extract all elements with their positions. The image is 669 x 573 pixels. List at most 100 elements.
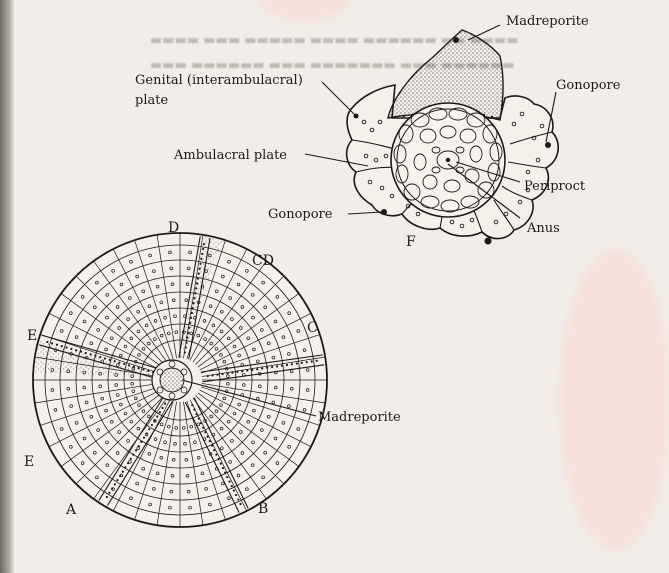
gonopore-right-dot <box>545 142 551 148</box>
ambulacral-pore <box>305 361 308 364</box>
ambulacral-pore <box>270 365 274 369</box>
ambulacral-pore <box>231 371 234 374</box>
tubercle <box>236 282 241 287</box>
tubercle <box>182 426 186 430</box>
tubercle <box>211 323 216 328</box>
tubercle <box>242 373 246 377</box>
ambulacral-pore <box>75 349 78 352</box>
plate-suture <box>186 400 226 520</box>
tubercle <box>100 359 104 364</box>
tubercle <box>174 426 178 430</box>
ambulacral-pore <box>224 471 227 474</box>
tubercle <box>230 439 234 443</box>
ambulacral-band-line <box>188 237 211 360</box>
tubercle <box>226 336 231 341</box>
tubercle <box>169 266 173 271</box>
tubercle <box>123 411 128 416</box>
plate-suture <box>134 400 174 520</box>
ambulacral-pore <box>193 408 196 411</box>
tubercle <box>187 266 191 271</box>
tubercle <box>137 403 141 407</box>
tubercle <box>98 371 102 376</box>
tubercle <box>116 363 120 367</box>
ambulacral-pore <box>185 341 188 344</box>
tubercle <box>96 328 100 332</box>
ambulacral-pore <box>148 428 151 431</box>
ambulacral-pore <box>199 262 202 265</box>
label-anus: Anus <box>526 221 560 236</box>
tubercle <box>163 316 167 320</box>
ambulacral-pore <box>186 336 189 339</box>
label-genital-plate-2: plate <box>135 93 168 108</box>
tubercle <box>188 250 192 255</box>
tubercle <box>287 404 291 408</box>
plate-suture <box>195 395 285 485</box>
tubercle <box>289 369 294 373</box>
tubercle <box>129 419 134 424</box>
plate-suture <box>134 240 174 360</box>
plate-suture <box>93 397 168 500</box>
tubercle <box>131 389 136 393</box>
tubercle <box>168 505 172 510</box>
tubercle <box>115 451 120 455</box>
tubercle <box>152 487 156 491</box>
ambulacral-pore <box>142 436 146 439</box>
ambulacral-pore <box>211 374 214 377</box>
tubercle <box>119 282 124 287</box>
ambulacral-pore <box>191 404 194 407</box>
label-madreporite-top: Madreporite <box>506 14 589 29</box>
tubercle <box>183 314 187 318</box>
ambulacral-pore <box>241 370 244 373</box>
tubercle <box>153 337 157 341</box>
ambulacral-pore <box>213 449 216 452</box>
ambulacral-pore <box>94 354 97 357</box>
tubercle <box>171 298 176 302</box>
tubercle <box>155 284 160 289</box>
tubercle <box>105 293 110 297</box>
ambulacral-pore <box>108 491 111 494</box>
ambulacral-pore <box>195 287 198 290</box>
ambulacral-pore <box>280 364 284 367</box>
label-c: C <box>307 320 318 336</box>
ambulacral-pore <box>193 297 196 300</box>
plate-suture <box>60 293 163 368</box>
tubercle <box>147 452 152 456</box>
tubercle <box>281 421 286 425</box>
tubercle <box>147 341 151 346</box>
ambulacral-pore <box>99 356 102 359</box>
tubercle <box>208 452 213 456</box>
tubercle <box>232 411 237 416</box>
ambulacral-pore <box>198 267 201 270</box>
ambulacral-pore <box>285 363 289 367</box>
label-cd: CD <box>252 253 274 269</box>
ambulacral-pore <box>275 365 279 368</box>
ambulacral-pore <box>127 364 131 367</box>
ambulacral-pore <box>187 331 190 334</box>
test-figure <box>32 232 328 528</box>
tubercle <box>275 461 280 465</box>
tubercle <box>261 475 265 480</box>
ambulacral-pore <box>208 440 211 443</box>
tubercle <box>159 300 164 304</box>
tubercle <box>155 471 160 476</box>
gonopore-lower-dot <box>484 237 492 245</box>
tubercle <box>252 347 256 352</box>
tubercle <box>222 359 227 364</box>
tubercle <box>184 458 189 462</box>
label-periproct: Periproct <box>524 179 586 194</box>
tubercle <box>82 385 87 390</box>
ambulacral-pore <box>188 321 192 324</box>
tubercle <box>258 384 262 389</box>
tubercle <box>93 450 97 455</box>
plate-suture <box>200 386 320 426</box>
ambulacral-pore <box>142 368 145 371</box>
ambulacral-pore <box>226 372 229 375</box>
ambulacral-pore <box>246 369 249 372</box>
label-f: F <box>406 234 416 250</box>
tubercle <box>219 353 223 357</box>
plate-suture <box>93 260 168 363</box>
ambulacral-pore <box>315 359 318 362</box>
tubercle <box>226 374 230 378</box>
tubercle <box>260 328 264 332</box>
